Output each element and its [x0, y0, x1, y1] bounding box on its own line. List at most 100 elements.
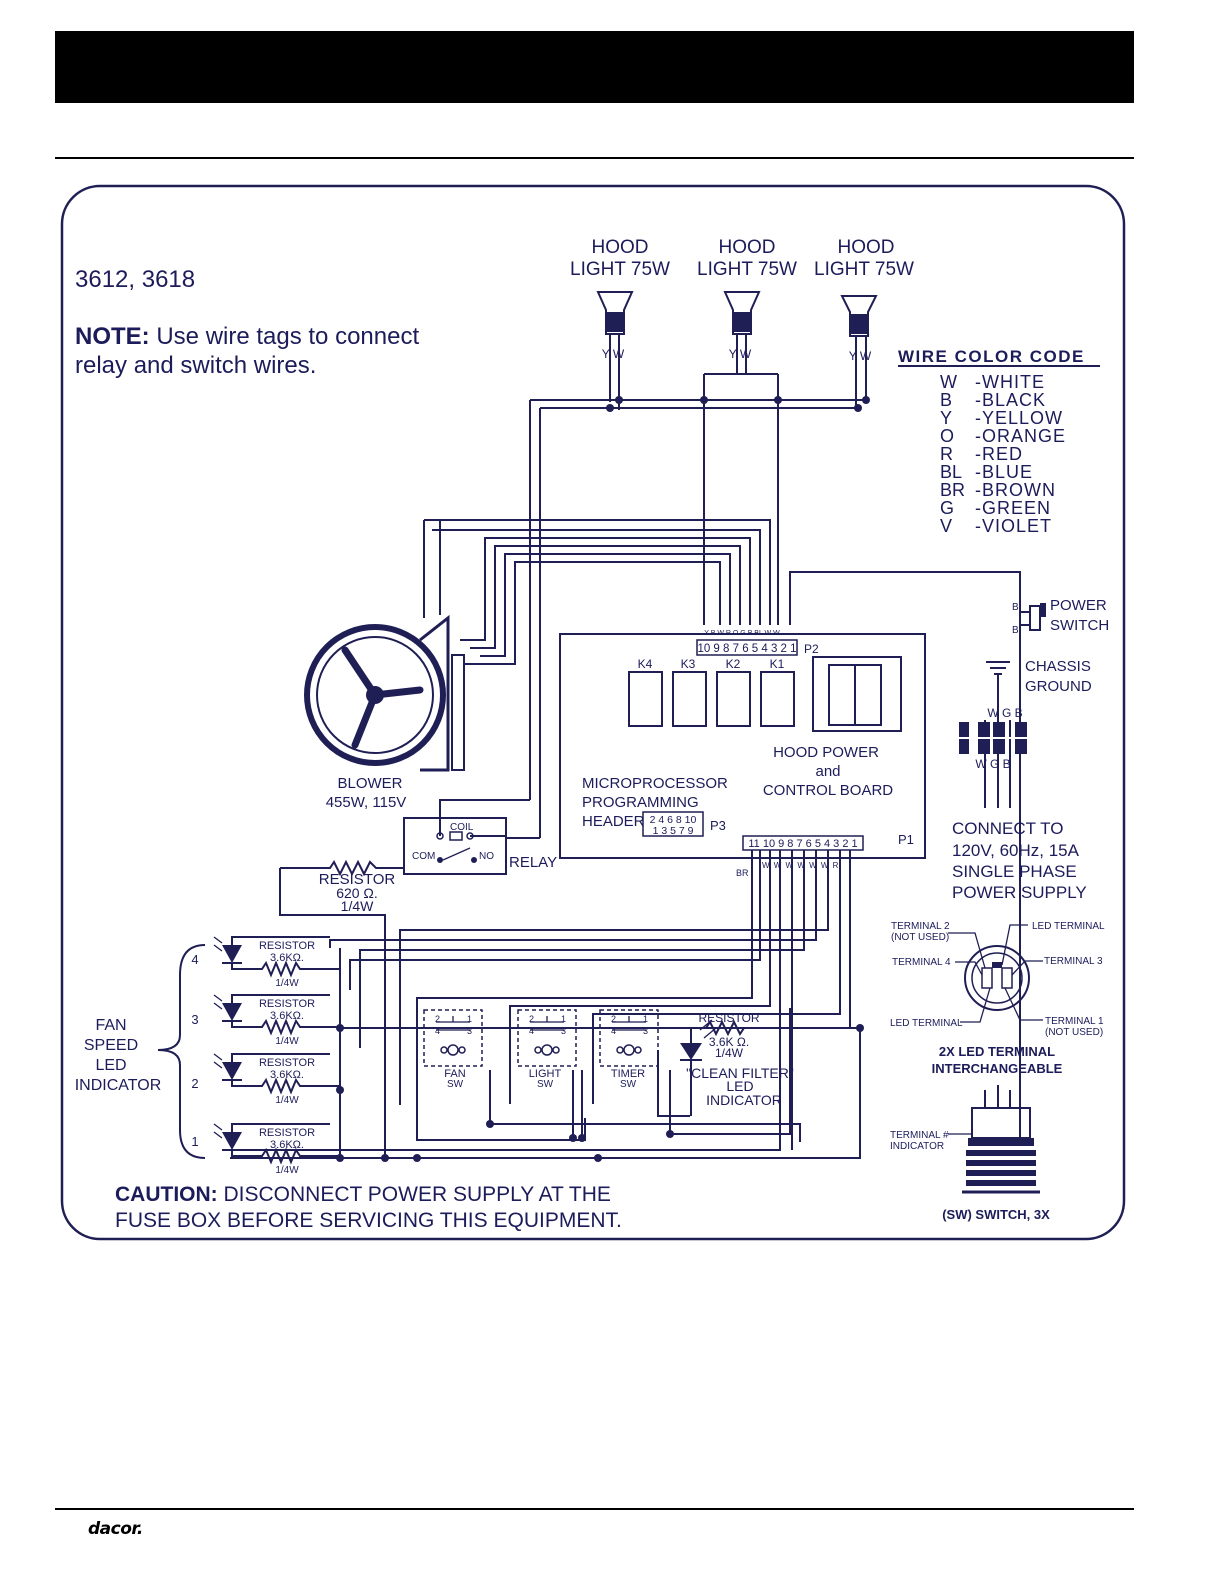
- fan-level-1: 1: [191, 1134, 198, 1149]
- power-switch-label-line2: SWITCH: [1050, 617, 1109, 634]
- wire-code-color: -BROWN: [975, 480, 1056, 500]
- chassis-ground-label-line2: GROUND: [1025, 678, 1092, 695]
- blower-rating: 455W, 115V: [326, 794, 407, 811]
- led-resistor-label: RESISTOR: [259, 1057, 315, 1069]
- board-title-line3: CONTROL BOARD: [763, 782, 893, 799]
- fan-level-2: 2: [191, 1076, 198, 1091]
- svg-text:3: 3: [467, 1026, 472, 1036]
- blower-label: BLOWER: [337, 775, 402, 792]
- fan-speed-label-line4: INDICATOR: [75, 1077, 162, 1094]
- connector-bottom-tags: W G B: [975, 757, 1010, 771]
- led-resistor-value: 3.6KΩ.: [270, 1010, 304, 1022]
- relay-k2-label: K2: [726, 657, 741, 671]
- led-terminal-caption-line2: INTERCHANGEABLE: [932, 1061, 1063, 1076]
- relay-k4-label: K4: [638, 657, 653, 671]
- svg-text:4: 4: [611, 1026, 616, 1036]
- led-resistor-value: 3.6KΩ.: [270, 952, 304, 964]
- wire-color-code: WIRE COLOR CODE W-WHITEB-BLACKY-YELLOWO-…: [898, 347, 1100, 536]
- p3-label: P3: [710, 818, 726, 833]
- supply-text: CONNECT TO: [952, 819, 1063, 838]
- terminal-4-label: TERMINAL 4: [892, 957, 951, 968]
- wire-code-color: -YELLOW: [975, 408, 1063, 428]
- connector-p2: [696, 639, 798, 656]
- supply-text-line2: 120V, 60Hz, 15A: [952, 841, 1080, 860]
- svg-text:2: 2: [611, 1014, 616, 1024]
- resistor-620-label: RESISTOR: [319, 871, 396, 888]
- switch-terminal-indicator: TERMINAL #: [890, 1130, 949, 1141]
- switch-label-sw: SW: [537, 1079, 554, 1090]
- relay-k1-label: K1: [770, 657, 785, 671]
- switch-label: LIGHT: [529, 1068, 562, 1080]
- hood-light-label: HOOD: [719, 237, 776, 258]
- wire-code-letter: V: [940, 516, 952, 536]
- svg-text:3: 3: [561, 1026, 566, 1036]
- led-terminal-detail-icon: [948, 924, 1043, 1023]
- wire-code-title: WIRE COLOR CODE: [898, 347, 1085, 366]
- wire-code-color: -RED: [975, 444, 1023, 464]
- svg-text:3: 3: [643, 1026, 648, 1036]
- supply-text-line4: POWER SUPPLY: [952, 883, 1087, 902]
- board-title: HOOD POWER: [773, 744, 879, 761]
- wire-connectors-icon: [959, 720, 1030, 808]
- hood-light-wattage: LIGHT 75W: [814, 259, 914, 280]
- led-resistor-label: RESISTOR: [259, 998, 315, 1010]
- ground-icon: [986, 661, 1010, 725]
- wire-code-letter: Y: [940, 408, 952, 428]
- svg-text:1: 1: [643, 1014, 648, 1024]
- fan-speed-brace: [157, 944, 206, 1159]
- led-terminal-caption: 2X LED TERMINAL: [939, 1044, 1055, 1059]
- svg-text:B: B: [1012, 602, 1019, 613]
- terminal-3-label: TERMINAL 3: [1044, 956, 1103, 967]
- svg-text:4: 4: [435, 1026, 440, 1036]
- clean-filter-led-icon: [680, 1019, 790, 1116]
- svg-text:B: B: [1012, 625, 1019, 636]
- p1-wires: [230, 850, 864, 1162]
- wire-code-color: -ORANGE: [975, 426, 1066, 446]
- hood-light-1: HOOD LIGHT 75W Y W: [570, 237, 670, 361]
- switch-label: FAN: [444, 1068, 465, 1080]
- p1-wire-tag-br: BR: [736, 868, 749, 878]
- wire-code-color: -GREEN: [975, 498, 1051, 518]
- clean-filter-resistor-rating: 1/4W: [715, 1046, 744, 1060]
- header-label: MICROPROCESSOR: [582, 775, 728, 792]
- svg-text:2: 2: [435, 1014, 440, 1024]
- wire-code-letter: B: [940, 390, 952, 410]
- p2-pin-numbers: 10 9 8 7 6 5 4 3 2 1: [697, 643, 796, 655]
- caution-text: CAUTION: DISCONNECT POWER SUPPLY AT THE: [115, 1183, 611, 1206]
- p2-wire-tags: Y B W R O G B BL W W: [704, 630, 780, 637]
- wire-code-letter: R: [940, 444, 953, 464]
- blower-icon: [304, 614, 465, 772]
- note-text: NOTE: Use wire tags to connect: [75, 323, 419, 350]
- note-text-line2: relay and switch wires.: [75, 352, 316, 379]
- header-label-line3: HEADER: [582, 813, 645, 830]
- board-title-and: and: [815, 763, 840, 780]
- svg-text:2: 2: [529, 1014, 534, 1024]
- p1-label: P1: [898, 832, 914, 847]
- connector-top-tags: W G B: [987, 706, 1022, 720]
- led-resistor-rating: 1/4W: [275, 1165, 299, 1176]
- connector-p3: [642, 811, 704, 837]
- lamp-wire-tags: Y W: [602, 347, 625, 361]
- switch-terminal-indicator-line2: INDICATOR: [890, 1141, 944, 1152]
- header-label-line2: PROGRAMMING: [582, 794, 699, 811]
- wire-code-color: -VIOLET: [975, 516, 1052, 536]
- hood-light-3: HOOD LIGHT 75W Y W: [814, 237, 914, 363]
- wire-code-letter: BL: [940, 462, 962, 482]
- wire-code-letter: W: [940, 372, 957, 392]
- terminal-1-note: (NOT USED): [1045, 1027, 1103, 1038]
- led-resistor-rating: 1/4W: [275, 1095, 299, 1106]
- terminal-2-label: TERMINAL 2: [891, 921, 950, 932]
- clean-filter-resistor-label: RESISTOR: [698, 1011, 759, 1025]
- resistor-620-icon: [279, 859, 404, 1160]
- p3-even-pins: 2 4 6 8 10: [650, 814, 697, 826]
- switch-label-sw: SW: [447, 1079, 464, 1090]
- fan-speed-label-line3: LED: [95, 1057, 126, 1074]
- wiring-diagram: 3612, 3618 NOTE: Use wire tags to connec…: [60, 184, 1126, 1241]
- terminal-2-note: (NOT USED): [891, 932, 949, 943]
- led-resistor-value: 3.6KΩ.: [270, 1139, 304, 1151]
- power-switch-icon: B B: [1012, 602, 1046, 636]
- wire-code-letter: O: [940, 426, 954, 446]
